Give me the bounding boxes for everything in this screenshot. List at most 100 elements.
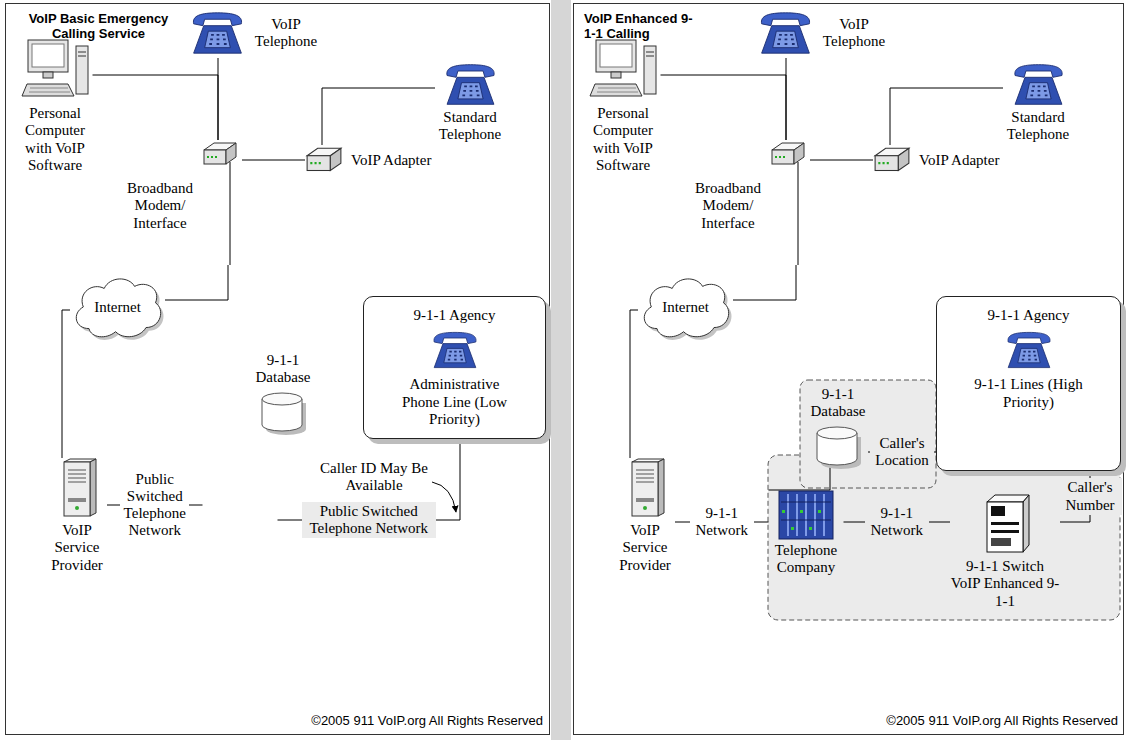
telco-icon	[212, 490, 268, 540]
callout-note: Caller ID May Be Available	[318, 460, 430, 495]
box-part	[307, 156, 330, 171]
telco-part	[222, 494, 258, 536]
telco-part	[781, 502, 831, 520]
panel-title: VoIP Enhanced 9-1-1 Calling	[584, 12, 704, 42]
agency-box: 9-1-1 Agency9-1-1 Lines (High Priority)	[936, 296, 1121, 471]
pc-icon	[588, 38, 658, 103]
switch-part	[991, 522, 1019, 525]
phone-part	[434, 344, 476, 368]
phone-part	[443, 349, 465, 363]
switch-part	[987, 502, 1023, 552]
phone-part	[209, 34, 226, 45]
phone-icon	[443, 62, 498, 107]
agency-box-label: 9-1-1 Lines (High Priority)	[971, 376, 1086, 411]
internet-cloud: Internet	[70, 272, 165, 344]
phone-part	[433, 333, 475, 344]
phone-icon	[190, 8, 245, 58]
phone-part	[761, 13, 809, 26]
pc-part	[29, 88, 70, 92]
database: 9-1-1 Database	[253, 352, 313, 434]
voip-adapter-label: VoIP Adapter	[919, 152, 999, 169]
switch-part	[991, 530, 1019, 533]
modem-icon	[202, 140, 242, 265]
telco-part	[779, 491, 833, 539]
computer-device-label: Personal Computer with VoIP Software	[586, 105, 661, 174]
service-provider: VoIP Service Provider	[47, 458, 107, 574]
phone-icon	[430, 330, 480, 370]
telephone-company: Telephone Company	[769, 490, 844, 577]
connector-line	[218, 58, 219, 140]
connector-line	[322, 88, 435, 145]
telephone-company: Telephone Company	[203, 490, 278, 577]
computer-device: Personal Computer with VoIP Software	[586, 38, 661, 174]
phone-part	[193, 13, 241, 26]
connector-label: 9-1-1 Network	[690, 504, 754, 541]
phone-part	[447, 351, 462, 361]
phone-icon	[758, 8, 813, 58]
pc-part	[28, 40, 68, 72]
phone-part	[462, 85, 479, 96]
switch-part	[987, 495, 1029, 502]
database-label: 9-1-1 Database	[253, 352, 313, 387]
modem-part	[204, 150, 226, 164]
connector-line	[733, 265, 796, 300]
service-region-label: VoIP Basic Emergency Calling Service	[376, 571, 536, 606]
connector-line	[661, 75, 787, 140]
phone-part	[446, 65, 493, 78]
computer-device-label: Personal Computer with VoIP Software	[18, 105, 93, 174]
cyl-icon	[813, 424, 863, 468]
internet-cloud-label: Internet	[662, 299, 709, 316]
server-part	[64, 462, 90, 516]
pc-part	[597, 88, 638, 92]
server-icon	[622, 458, 668, 520]
box-part	[878, 162, 889, 164]
telco-icon	[778, 490, 834, 540]
modem-part	[794, 143, 804, 164]
phone-part	[1021, 351, 1036, 361]
broadband-modem: Broadband Modem/ Interface	[120, 140, 242, 265]
telco-part	[782, 510, 821, 530]
voip-phone: VoIP Telephone	[190, 8, 321, 58]
pc-part	[611, 72, 621, 78]
voip-phone-label: VoIP Telephone	[251, 16, 321, 51]
internet-cloud-label: Internet	[94, 299, 141, 316]
phone-part	[773, 31, 799, 48]
phone-part	[1030, 85, 1047, 96]
pc-part	[596, 40, 636, 72]
phone-part	[194, 26, 242, 54]
phone-part	[1008, 344, 1050, 368]
telco-part	[216, 510, 255, 530]
server-icon	[54, 458, 100, 520]
pc-part	[22, 84, 74, 96]
connector-line	[93, 75, 219, 140]
connector-label: Public Switched Telephone Network	[120, 470, 189, 541]
connector-line	[165, 265, 228, 300]
server-part	[636, 470, 654, 482]
phone-part	[205, 31, 231, 48]
panel-frame: Personal Computer with VoIP SoftwareVoIP…	[5, 3, 550, 735]
modem-part	[798, 162, 799, 265]
copyright-note: ©2005 911 VoIP.org All Rights Reserved	[311, 714, 543, 729]
box-part	[898, 148, 909, 170]
pc-part	[43, 72, 53, 78]
server-part	[90, 459, 96, 516]
standard-phone: Standard Telephone	[1003, 62, 1073, 144]
box-part	[875, 156, 898, 171]
modem-part	[207, 156, 217, 158]
box-icon	[873, 145, 911, 177]
panel-frame: Personal Computer with VoIP SoftwareVoIP…	[573, 3, 1124, 735]
phone-part	[1015, 77, 1062, 104]
connector-line	[630, 310, 638, 458]
phone-part	[1007, 333, 1049, 344]
server-part	[643, 506, 647, 510]
telco-part	[213, 491, 267, 539]
copyright-note: ©2005 911 VoIP.org All Rights Reserved	[886, 714, 1118, 729]
server-part	[75, 506, 79, 510]
internet-cloud: Internet	[638, 272, 733, 344]
pc-part	[646, 52, 654, 56]
voip-adapter: VoIP Adapter	[873, 145, 999, 177]
database-label: 9-1-1 Database	[808, 386, 868, 421]
pc-part	[644, 46, 656, 94]
connector-label: Public Switched Telephone Network	[302, 502, 436, 539]
